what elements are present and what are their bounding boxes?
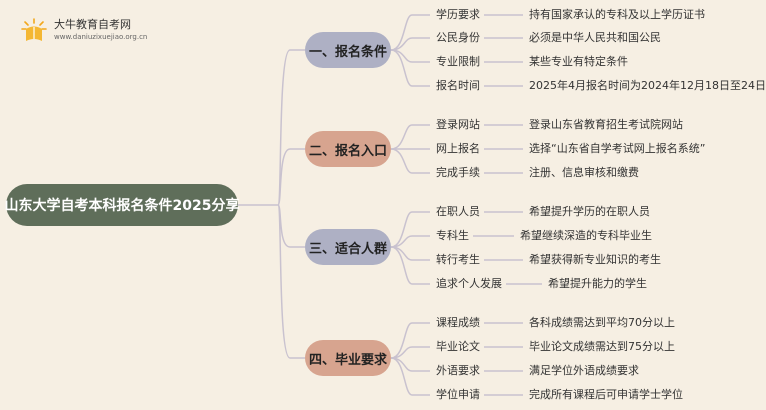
logo-name: 大牛教育自考网 [54, 18, 131, 31]
leaf-value: 满足学位外语成绩要求 [529, 364, 639, 377]
leaf-value: 登录山东省教育招生考试院网站 [529, 118, 683, 131]
leaf-connector [390, 49, 430, 87]
branch-graduation-requirements: 四、毕业要求 [305, 340, 391, 376]
branch-registration-entry: 二、报名入口 [305, 131, 391, 167]
leaf-label: 公民身份 [436, 31, 480, 44]
logo-url: www.daniuzixuejiao.org.cn [54, 33, 148, 41]
connector-lines [238, 14, 542, 396]
leaf-label: 毕业论文 [436, 340, 480, 353]
mindmap: 大牛教育自考网 www.daniuzixuejiao.org.cn 山东大学自考… [5, 8, 766, 401]
leaf-value: 希望继续深造的专科毕业生 [520, 229, 652, 242]
branch-connector [277, 148, 305, 206]
leaf-label: 专科生 [436, 229, 469, 242]
leaf-connector [390, 124, 430, 150]
leaf-value: 2025年4月报名时间为2024年12月18日至24日 [529, 79, 766, 92]
leaf-connector [390, 346, 430, 359]
leaf-label: 在职人员 [436, 205, 480, 218]
leaf-value: 选择“山东省自学考试网上报名系统” [529, 142, 706, 155]
leaf-value: 某些专业有特定条件 [529, 55, 628, 68]
leaf-label: 完成手续 [436, 166, 480, 179]
leaf-value: 希望提升学历的在职人员 [529, 205, 650, 218]
leaf-label: 转行考生 [436, 253, 480, 266]
leaf-label: 网上报名 [436, 142, 480, 155]
leaf-connector [390, 246, 430, 285]
leaf-connector [390, 14, 430, 51]
branch-connector [277, 49, 305, 206]
leaf-connector [390, 37, 430, 51]
branch-connector [277, 204, 305, 248]
leaf-label: 课程成绩 [436, 316, 480, 329]
leaf-value: 必须是中华人民共和国公民 [529, 31, 661, 44]
root-node: 山东大学自考本科报名条件2025分享 [5, 184, 239, 226]
leaf-value: 毕业论文成绩需达到75分以上 [529, 340, 675, 353]
leaf-value: 完成所有课程后可申请学士学位 [529, 388, 683, 401]
site-logo[interactable]: 大牛教育自考网 www.daniuzixuejiao.org.cn [20, 14, 160, 48]
leaf-connector [390, 235, 430, 248]
leaf-value: 希望获得新专业知识的考生 [529, 253, 661, 266]
leaf-value: 希望提升能力的学生 [548, 277, 647, 290]
leaf-label: 外语要求 [436, 364, 480, 377]
leaf-connector [390, 357, 430, 396]
leaf-label: 报名时间 [436, 79, 480, 92]
leaf-value: 各科成绩需达到平均70分以上 [529, 316, 675, 329]
leaf-value: 注册、信息审核和缴费 [529, 166, 639, 179]
branch-connector [277, 204, 305, 359]
leaf-label: 专业限制 [436, 55, 480, 68]
leaf-label: 学历要求 [436, 8, 480, 21]
branch-target-groups: 三、适合人群 [305, 229, 391, 265]
leaf-connector [390, 322, 430, 359]
leaf-label: 学位申请 [436, 388, 480, 401]
branch-registration-conditions: 一、报名条件 [305, 32, 391, 68]
book-sun-icon [21, 18, 47, 41]
leaf-label: 追求个人发展 [436, 277, 502, 290]
leaf-connector [390, 148, 430, 174]
leaf-connector [390, 211, 430, 248]
leaf-value: 持有国家承认的专科及以上学历证书 [529, 8, 705, 21]
leaf-label: 登录网站 [436, 118, 480, 131]
